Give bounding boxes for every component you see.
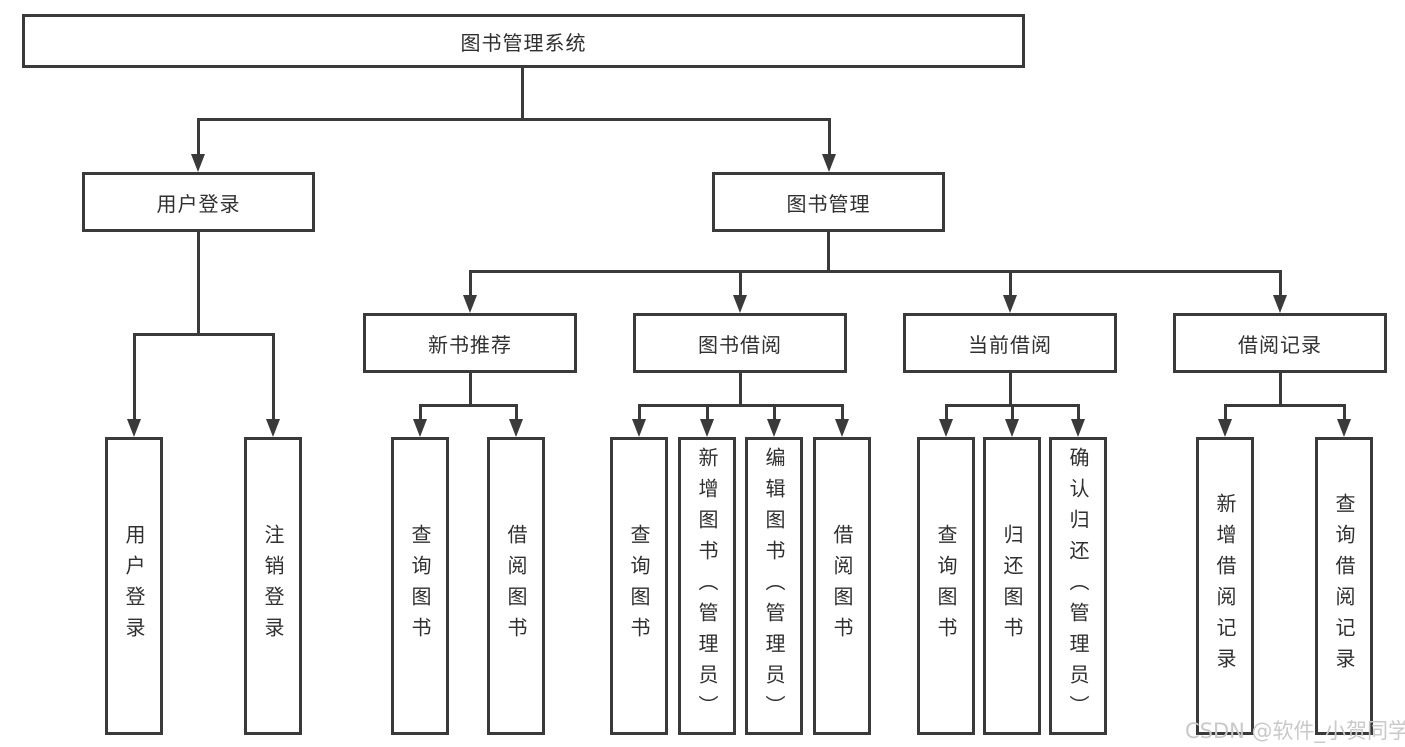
leaf-records-query-record-label: 查询借阅记录 [1332,493,1356,679]
arrow-down-current-return-icon [1005,419,1019,437]
node-book-management-branch-label: 图书管理 [786,191,871,216]
arrow-down-book-borrowing-icon [733,295,747,313]
connector-to-leaf-records-add [1224,404,1227,424]
node-borrow-records: 借阅记录 [1173,313,1387,373]
arrow-down-borrowing-edit-icon [767,419,781,437]
leaf-recommend-borrow-books-label: 借阅图书 [504,524,528,648]
leaf-current-query-books-label: 查询图书 [934,524,958,648]
connector-recommend-bus [419,404,518,407]
leaf-user-login-label: 用户登录 [122,524,146,648]
leaf-records-add-record-label: 新增借阅记录 [1213,493,1237,679]
node-borrow-records-label: 借阅记录 [1238,332,1322,357]
connector-to-leaf-borrowing-add [706,404,709,424]
connector-current-stem [1009,373,1012,407]
node-book-borrowing-label: 图书借阅 [698,332,782,357]
arrow-down-book-management-icon [822,154,836,172]
arrow-down-current-borrowing-icon [1003,295,1017,313]
connector-book-management-bus [469,270,1282,273]
arrow-down-recommend-borrow-icon [509,419,523,437]
connector-to-book-borrowing [739,270,742,298]
connector-borrowing-stem [739,373,742,407]
connector-root-to-book-management [828,118,831,158]
arrow-down-current-query-icon [939,419,953,437]
arrow-down-records-add-icon [1218,419,1232,437]
arrow-down-current-confirm-icon [1071,419,1085,437]
connector-records-stem [1279,373,1282,407]
leaf-user-login: 用户登录 [105,437,163,735]
node-root-system-label: 图书管理系统 [460,30,587,55]
connector-to-leaf-current-confirm [1077,404,1080,424]
leaf-borrowing-add-books-admin: 新增图书（管理员） [678,437,736,735]
arrow-down-borrowing-borrow-icon [835,419,849,437]
leaf-borrowing-edit-books-admin: 编辑图书（管理员） [745,437,803,735]
connector-user-login-stem [197,232,200,335]
connector-book-management-stem [827,232,830,273]
arrow-down-records-query-icon [1337,419,1351,437]
connector-to-leaf-user-login [133,333,136,421]
connector-root-stem [521,68,524,120]
csdn-watermark: CSDN @软件_小贺同学 [1185,719,1405,743]
connector-root-to-user-login [197,118,200,158]
node-new-book-recommend-label: 新书推荐 [428,332,512,357]
node-book-management-branch: 图书管理 [712,172,945,232]
leaf-recommend-query-books: 查询图书 [391,437,449,735]
arrow-down-borrowing-query-icon [632,419,646,437]
leaf-current-confirm-return-admin-label: 确认归还（管理员） [1066,446,1090,726]
node-user-login-branch-label: 用户登录 [156,191,241,216]
arrow-down-recommend-query-icon [413,419,427,437]
node-new-book-recommend: 新书推荐 [363,313,577,373]
connector-to-borrow-records [1279,270,1282,298]
connector-to-leaf-current-return [1011,404,1014,424]
connector-to-leaf-logout [272,333,275,421]
leaf-borrowing-borrow-books-label: 借阅图书 [830,524,854,648]
leaf-current-confirm-return-admin: 确认归还（管理员） [1049,437,1107,735]
node-root-system: 图书管理系统 [22,14,1025,68]
connector-to-leaf-current-query [945,404,948,424]
arrow-down-leaf-logout-icon [266,419,280,437]
arrow-down-borrow-records-icon [1273,295,1287,313]
leaf-current-return-books: 归还图书 [983,437,1041,735]
arrow-down-leaf-user-login-icon [127,419,141,437]
connector-to-leaf-recommend-query [419,404,422,424]
leaf-logout-label: 注销登录 [261,524,285,648]
leaf-recommend-query-books-label: 查询图书 [408,524,432,648]
node-current-borrowing-label: 当前借阅 [968,332,1052,357]
leaf-borrowing-add-books-admin-label: 新增图书（管理员） [695,446,719,726]
connector-to-new-book-recommend [469,270,472,298]
arrow-down-borrowing-add-icon [700,419,714,437]
leaf-current-return-books-label: 归还图书 [1000,524,1024,648]
leaf-records-query-record: 查询借阅记录 [1315,437,1373,735]
leaf-logout: 注销登录 [244,437,302,735]
connector-to-current-borrowing [1009,270,1012,298]
leaf-records-add-record: 新增借阅记录 [1196,437,1254,735]
connector-to-leaf-records-query [1343,404,1346,424]
leaf-borrowing-query-books: 查询图书 [610,437,668,735]
leaf-borrowing-edit-books-admin-label: 编辑图书（管理员） [762,446,786,726]
connector-recommend-stem [469,373,472,407]
connector-root-bus [197,118,831,121]
connector-to-leaf-borrowing-query [638,404,641,424]
connector-to-leaf-recommend-borrow [515,404,518,424]
arrow-down-user-login-icon [191,154,205,172]
arrow-down-new-book-recommend-icon [463,295,477,313]
node-current-borrowing: 当前借阅 [903,313,1117,373]
leaf-borrowing-query-books-label: 查询图书 [627,524,651,648]
connector-borrowing-bus [638,404,844,407]
connector-records-bus [1224,404,1346,407]
connector-to-leaf-borrowing-borrow [841,404,844,424]
leaf-current-query-books: 查询图书 [917,437,975,735]
node-book-borrowing: 图书借阅 [633,313,847,373]
leaf-recommend-borrow-books: 借阅图书 [487,437,545,735]
leaf-borrowing-borrow-books: 借阅图书 [813,437,871,735]
connector-to-leaf-borrowing-edit [773,404,776,424]
node-user-login-branch: 用户登录 [82,172,315,232]
connector-user-login-bus [133,333,275,336]
